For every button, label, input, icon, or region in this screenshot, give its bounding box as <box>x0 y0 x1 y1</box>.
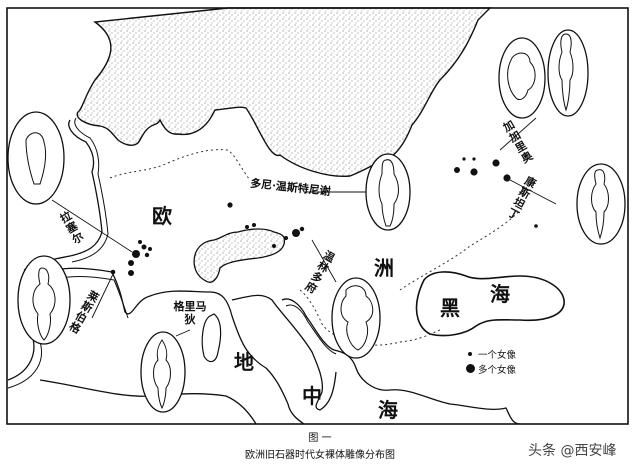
figurine-gagarino-2 <box>547 29 589 117</box>
large-dot-icon <box>465 364 475 373</box>
figurine-gagarino-1 <box>498 37 546 119</box>
region-label-mediterranean-3: 海 <box>378 398 398 422</box>
dotted-boundary-east <box>399 209 521 291</box>
ice-sheet <box>76 7 492 177</box>
figurine-laussel <box>7 111 65 205</box>
coast-italy <box>231 294 337 411</box>
figurine-grimaldi <box>140 331 186 413</box>
region-label-black-sea-2: 海 <box>490 282 510 306</box>
leader-lines <box>51 117 557 337</box>
black-sea <box>415 271 565 337</box>
map-legend: 一个女像 多个女像 <box>462 346 516 376</box>
figurine-willendorf <box>331 277 381 359</box>
region-label-europe-1: 欧 <box>152 204 172 228</box>
figure-number: 图 一 <box>308 433 332 444</box>
coast-balkans <box>281 298 521 425</box>
coast-britain <box>23 119 103 271</box>
figurine-lespugue <box>17 255 71 345</box>
dotted-boundary-west <box>109 149 251 181</box>
legend-label-multiple: 多个女像 <box>478 364 517 376</box>
legend-row-multiple: 多个女像 <box>462 361 516 376</box>
coast-balkans-inner <box>285 304 337 355</box>
site-label-grimaldi: 格里马狄 <box>173 300 207 326</box>
legend-label-single: 一个女像 <box>478 349 517 361</box>
legend-row-single: 一个女像 <box>462 346 516 361</box>
region-label-black-sea-1: 黑 <box>440 296 460 320</box>
alpine-glacier <box>193 228 286 283</box>
region-label-mediterranean-2: 中 <box>302 384 322 408</box>
coast-britain-inner <box>71 117 109 263</box>
watermark: 头条 @西安峰 <box>528 443 617 459</box>
island-corsica <box>201 313 222 363</box>
figurine-kostenki <box>576 163 626 245</box>
region-label-mediterranean-1: 地 <box>234 350 254 374</box>
figurine-dolni-vestonice <box>365 153 411 231</box>
small-dot-icon <box>468 351 472 356</box>
figure-title: 欧洲旧石器时代女裸体雕像分布图 <box>245 450 395 461</box>
europe-map <box>6 7 629 425</box>
site-markers <box>110 157 538 276</box>
dotted-boundary-central <box>299 289 441 346</box>
region-label-europe-2: 洲 <box>374 256 394 280</box>
